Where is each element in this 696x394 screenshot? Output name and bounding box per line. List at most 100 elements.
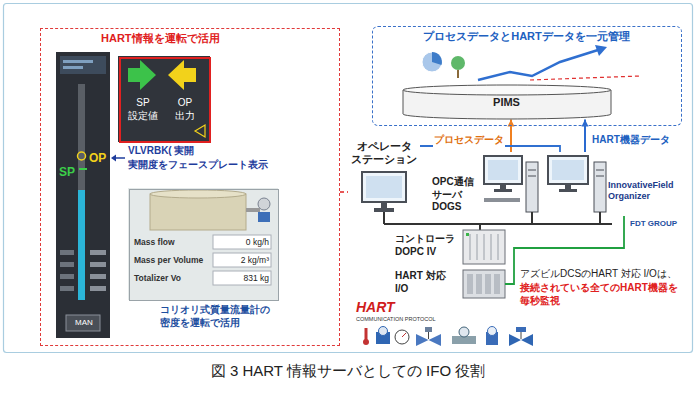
pie-chart <box>422 52 442 72</box>
node-text-box: HART情報を運転で活用 <box>101 32 301 46</box>
annotation-label-box: アズビルDCSのHART 対応 I/Oは、 <box>520 268 686 281</box>
figure-caption: 図 3 HART 情報サーバとしての IFO 役割 <box>0 362 696 381</box>
lan-drop <box>383 212 385 224</box>
controller-rack <box>463 230 505 264</box>
faceplate-header-line <box>63 66 83 69</box>
value-row <box>90 250 106 255</box>
rack-slot <box>498 234 499 260</box>
sp-arrow <box>128 60 156 90</box>
faceplate-screen: SP OP MAN <box>57 53 111 339</box>
usage-region: HART情報を運転で活用SPOPMANSP 設定値OP 出力Mass flow0… <box>40 28 340 346</box>
rack-slot <box>484 234 485 260</box>
operator-station: オペレータ ステーション <box>348 140 420 216</box>
node-text: MAN <box>67 318 101 328</box>
io-terminal <box>485 274 491 294</box>
monitor-base <box>494 189 512 192</box>
trend-dashed <box>530 76 640 80</box>
lan-drop <box>531 212 533 224</box>
io-terminal <box>467 274 473 294</box>
gauge-needle <box>402 333 406 337</box>
value-row <box>90 262 106 267</box>
node-text: オペレータ ステーション <box>348 140 420 166</box>
annotation-label: VLVRBK( 実開 <box>128 145 268 158</box>
tank-body <box>150 194 246 230</box>
monitor-stand <box>500 184 506 189</box>
node-text-box: PIMS <box>402 96 612 110</box>
node-text: プロセスデータとHARTデータを一元管理 <box>373 30 680 44</box>
annotation-label-box: コリオリ式質量流量計の密度を運転で活用 <box>160 304 274 329</box>
node-text: HART 対応 I/O <box>395 270 457 295</box>
edge-label-box: HART機器データ <box>591 129 671 147</box>
op-arrow <box>168 60 196 90</box>
monitor <box>548 156 588 184</box>
valve-actuator <box>516 327 526 332</box>
mode-button <box>66 315 100 331</box>
node-text-box: HART 対応 I/O <box>395 270 457 295</box>
node-text: コントローラ DOPC IV <box>395 233 457 258</box>
tower-slot <box>528 170 536 171</box>
tower <box>526 162 538 212</box>
lan-drop <box>479 224 481 230</box>
node-text: PIMS <box>402 96 612 110</box>
bar-fill <box>78 190 85 300</box>
connector <box>582 120 589 153</box>
bar-track <box>78 84 85 300</box>
annotation-label-box: VLVRBK( 実開 <box>128 145 268 158</box>
control-valve <box>509 334 533 346</box>
tree-trunk <box>457 70 459 78</box>
opc-server: OPC通信 サーバ DOGS <box>432 152 540 216</box>
annotation-label: 接続されている全てのHART機器を毎秒監視 <box>520 282 686 307</box>
transmitter-head <box>379 327 388 336</box>
annotation-label: COMMUNICATION PROTOCOL <box>356 316 438 323</box>
hart-io: HART 対応 I/O <box>395 268 505 300</box>
pie-slice <box>432 52 442 65</box>
node-text: 831 kg <box>215 273 269 284</box>
node-text: OP <box>89 151 109 166</box>
edge-label: プロセスデータ <box>433 134 505 147</box>
tower-slot <box>528 176 536 177</box>
value-row <box>90 286 106 291</box>
monitor-stand <box>381 202 387 208</box>
leader-arrowhead <box>111 155 116 162</box>
tower-slot <box>596 170 604 171</box>
valve-stem <box>521 332 522 339</box>
faceplate-header <box>60 56 106 74</box>
figure-frame <box>4 4 693 353</box>
annotation-label: 実開度をフェースプレート表示 <box>128 159 278 172</box>
coriolis-screen: Mass flow0 kg/hMass per Volume2 kg/m³Tot… <box>129 189 279 301</box>
node-text-box: 2 kg/m³ <box>215 255 269 266</box>
annotation-label-box: HART <box>356 299 402 317</box>
annotation-label: コリオリ式質量流量計の密度を運転で活用 <box>160 304 274 329</box>
status-led <box>466 233 469 236</box>
lan-drop <box>599 212 601 224</box>
controller: コントローラ DOPC IV <box>395 230 505 264</box>
figure-caption-box: 図 3 HART 情報サーバとしての IFO 役割 <box>0 362 696 381</box>
node-text-box: 0 kg/h <box>215 237 269 248</box>
node-text-box: SP <box>59 165 78 180</box>
annotation-label: アズビルDCSのHART 対応 I/Oは、 <box>520 268 686 281</box>
io-module <box>463 270 505 298</box>
coriolis-panel <box>128 188 278 300</box>
node-text-box: オペレータ ステーション <box>348 140 420 166</box>
value-box <box>213 271 271 285</box>
node-text-box: コントローラ DOPC IV <box>395 233 457 258</box>
node-text: Totalizer Vo <box>134 273 214 284</box>
node-text: SP <box>59 165 78 180</box>
pims-cylinder: PIMS <box>402 84 612 120</box>
pims-region: プロセスデータとHARTデータを一元管理 PIMS <box>372 26 682 126</box>
monitor-screen <box>366 176 402 198</box>
rack-slot <box>491 234 492 260</box>
value-box <box>213 253 271 267</box>
edge-label-box: プロセスデータ <box>433 129 505 147</box>
node-text-box: プロセスデータとHARTデータを一元管理 <box>373 30 680 44</box>
faceplate-panel <box>56 52 110 338</box>
connector <box>508 120 515 153</box>
tower-slot <box>596 176 604 177</box>
sp-marker <box>79 168 87 170</box>
faceplate-header-line <box>63 60 93 63</box>
node-text-box: Mass per Volume <box>134 255 214 266</box>
lan-bus <box>384 223 612 225</box>
node-text-box: OPC通信 サーバ DOGS <box>432 176 482 214</box>
